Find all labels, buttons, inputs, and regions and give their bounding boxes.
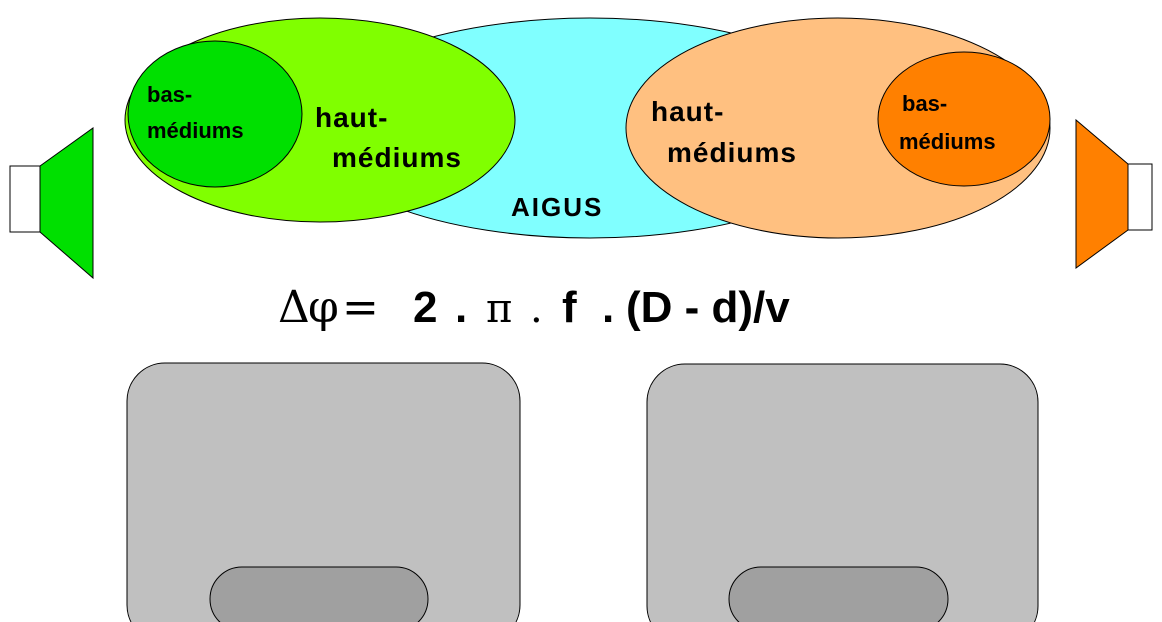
left-speaker-icon xyxy=(9,127,94,280)
left-bas-label-line1: bas- xyxy=(147,82,192,107)
formula-phi: φ xyxy=(308,282,339,333)
right-haut-label-line2: médiums xyxy=(667,137,797,168)
formula-dot-3: . xyxy=(602,283,614,332)
left-haut-label-line2: médiums xyxy=(332,142,462,173)
aigus-label: AIGUS xyxy=(511,192,603,222)
formula-two: 2 xyxy=(413,283,437,332)
right-bas-mediums-zone xyxy=(877,51,1051,187)
left-head-shape xyxy=(126,362,521,622)
right-bas-label-line1: bas- xyxy=(902,91,947,116)
left-bas-mediums-zone xyxy=(127,40,303,188)
formula-rest: (D - d)/v xyxy=(626,283,790,332)
formula-dot-1: . xyxy=(455,283,467,332)
right-head-shape xyxy=(646,363,1039,622)
formula-f: f xyxy=(562,283,577,332)
right-head-nose xyxy=(728,566,949,622)
formula-delta: Δ xyxy=(278,282,310,333)
formula-dot-2: . xyxy=(530,286,543,332)
right-bas-label-line2: médiums xyxy=(899,129,996,154)
left-head-nose xyxy=(209,566,429,622)
formula-equals: = xyxy=(342,282,379,333)
formula-pi: π xyxy=(486,286,512,332)
right-speaker-icon xyxy=(1075,118,1153,269)
left-haut-label-line1: haut- xyxy=(315,102,388,133)
phase-formula: Δ φ = 2 . π . f . (D - d)/v xyxy=(278,282,790,333)
right-haut-label-line1: haut- xyxy=(651,96,724,127)
left-bas-label-line2: médiums xyxy=(147,118,244,143)
